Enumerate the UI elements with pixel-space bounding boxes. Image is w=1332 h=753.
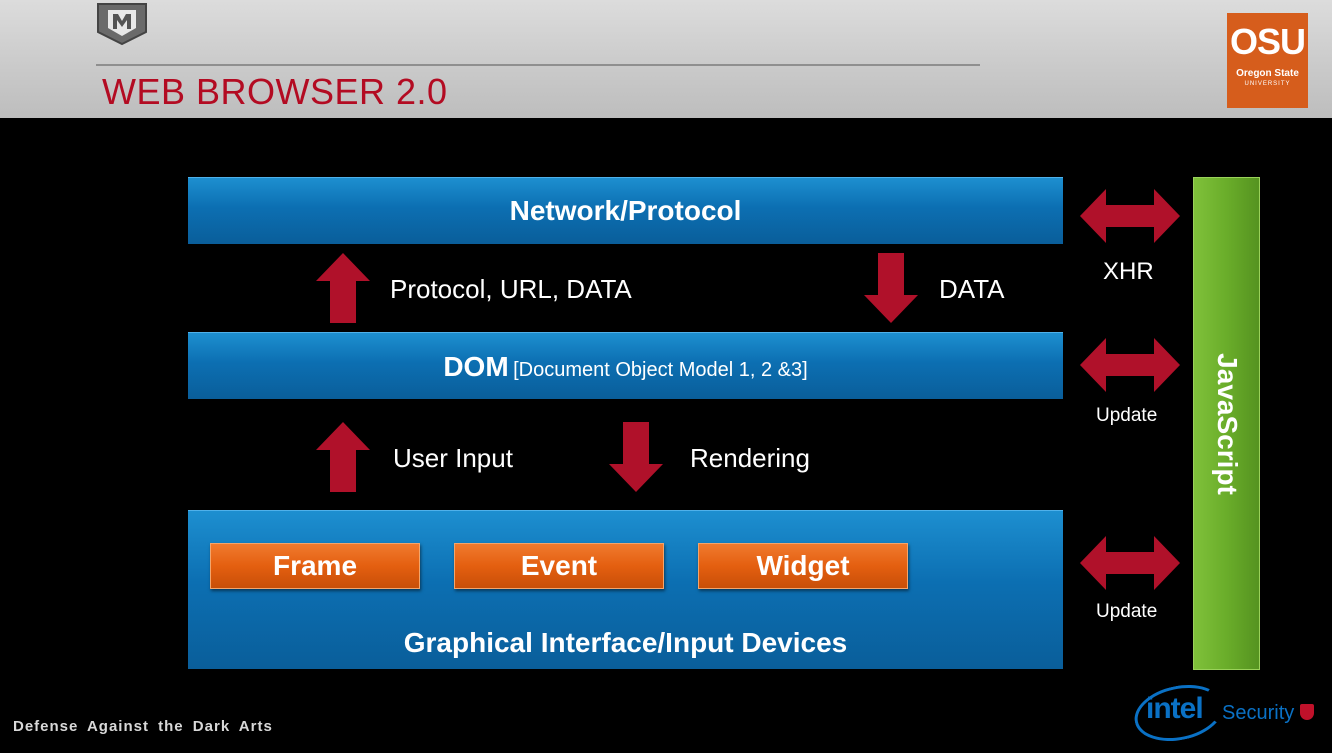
double-arrow-xhr-icon bbox=[1080, 189, 1180, 243]
mcafee-shield-icon bbox=[96, 2, 148, 46]
slide-title: WEB BROWSER 2.0 bbox=[102, 71, 448, 112]
double-arrow-dom-update-icon bbox=[1080, 338, 1180, 392]
osu-logo-line1: Oregon State bbox=[1236, 68, 1299, 79]
frame-component: Frame bbox=[210, 543, 420, 589]
arrow-up-to-dom-icon bbox=[316, 422, 370, 492]
dom-layer-subtitle: [Document Object Model 1, 2 &3] bbox=[513, 359, 808, 381]
intel-wordmark: intel bbox=[1146, 692, 1204, 725]
graphical-interface-layer: Frame Event Widget Graphical Interface/I… bbox=[188, 510, 1063, 669]
course-footer: Defense Against the Dark Arts bbox=[13, 718, 273, 735]
gui-layer-label: Graphical Interface/Input Devices bbox=[403, 627, 848, 658]
osu-logo: OSU Oregon State UNIVERSITY bbox=[1227, 13, 1308, 108]
network-protocol-layer: Network/Protocol bbox=[188, 177, 1063, 244]
security-wordmark: Security bbox=[1222, 702, 1295, 724]
event-component: Event bbox=[454, 543, 664, 589]
xhr-label: XHR bbox=[1103, 258, 1154, 285]
dom-layer: DOM [Document Object Model 1, 2 &3] bbox=[188, 332, 1063, 399]
intel-security-logo: intel Security bbox=[1129, 677, 1322, 749]
gui-update-label: Update bbox=[1096, 601, 1158, 622]
flow-label-user-input: User Input bbox=[393, 443, 513, 473]
header-divider bbox=[96, 64, 980, 66]
osu-logo-line2: UNIVERSITY bbox=[1244, 81, 1291, 87]
slide-header bbox=[0, 0, 1332, 118]
flow-label-data: DATA bbox=[939, 274, 1005, 304]
dom-layer-title: DOM bbox=[443, 351, 509, 382]
mcafee-shield-small-icon bbox=[1300, 704, 1314, 720]
arrow-down-from-dom-icon bbox=[609, 422, 663, 492]
double-arrow-gui-update-icon bbox=[1080, 536, 1180, 590]
osu-logo-wordmark: OSU bbox=[1229, 21, 1306, 62]
arrow-up-to-network-icon bbox=[316, 253, 370, 323]
javascript-label: JavaScript bbox=[1211, 352, 1243, 495]
flow-label-rendering: Rendering bbox=[690, 443, 810, 473]
network-layer-label: Network/Protocol bbox=[509, 195, 742, 226]
arrow-down-from-network-icon bbox=[864, 253, 918, 323]
dom-layer-label: DOM [Document Object Model 1, 2 &3] bbox=[188, 351, 1063, 383]
dom-update-label: Update bbox=[1096, 405, 1158, 426]
flow-label-protocol-url-data: Protocol, URL, DATA bbox=[390, 274, 632, 304]
javascript-layer: JavaScript bbox=[1193, 177, 1260, 670]
widget-component: Widget bbox=[698, 543, 908, 589]
